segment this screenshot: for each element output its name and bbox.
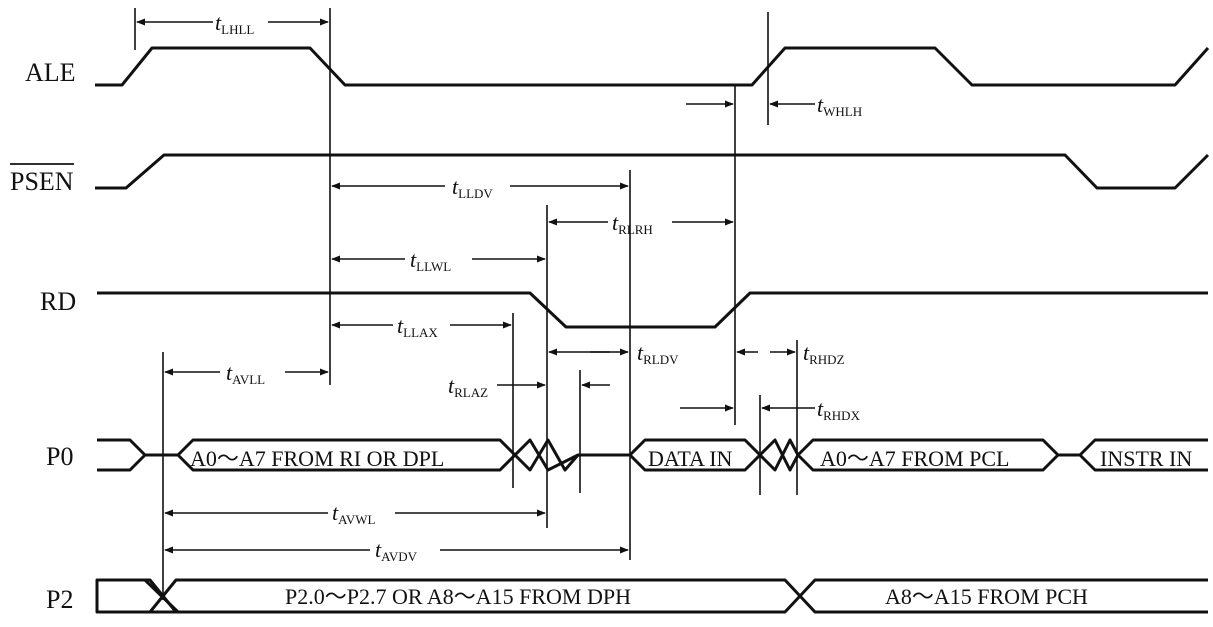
- p2-bus: [95, 578, 1208, 614]
- guide-lines: [134, 8, 798, 600]
- timing-label-whlh: tWHLH: [817, 92, 862, 119]
- p0-bus: [97, 438, 1208, 472]
- p0-label-addr-low: A0～A7 FROM RI OR DPL: [190, 446, 444, 471]
- timing-label-rhdx: tRHDX: [817, 396, 861, 423]
- rd-waveform: [97, 291, 1208, 329]
- timing-label-avll: tAVLL: [226, 360, 265, 387]
- timing-label-avdv: tAVDV: [375, 537, 418, 564]
- timing-label-rldv: tRLDV: [637, 340, 679, 367]
- timing-label-lhll: tLHLL: [215, 10, 254, 37]
- p0-label-data-in: DATA IN: [648, 446, 733, 471]
- p2-label-dph: P2.0～P2.7 OR A8～A15 FROM DPH: [285, 584, 631, 609]
- psen-waveform: [95, 153, 1210, 190]
- timing-label-lldv: tLLDV: [452, 174, 493, 201]
- signal-label-p0: P0: [46, 442, 73, 471]
- timing-label-llwl: tLLWL: [410, 247, 451, 274]
- p0-label-instr-in: INSTR IN: [1100, 446, 1192, 471]
- timing-arrows: [136, 18, 815, 554]
- signal-label-rd: RD: [40, 287, 76, 316]
- p0-label-pcl: A0～A7 FROM PCL: [820, 446, 1009, 471]
- p2-label-pch: A8～A15 FROM PCH: [885, 584, 1088, 609]
- signal-label-ale: ALE: [25, 58, 76, 87]
- timing-label-rlaz: tRLAZ: [448, 373, 488, 400]
- timing-label-rhdz: tRHDZ: [803, 340, 845, 367]
- timing-label-rlrh: tRLRH: [612, 210, 653, 237]
- ale-waveform: [95, 46, 1210, 87]
- timing-label-avwl: tAVWL: [332, 500, 375, 527]
- signal-label-psen: PSEN: [10, 167, 74, 196]
- timing-label-llax: tLLAX: [397, 313, 438, 340]
- signal-label-p2: P2: [46, 585, 73, 614]
